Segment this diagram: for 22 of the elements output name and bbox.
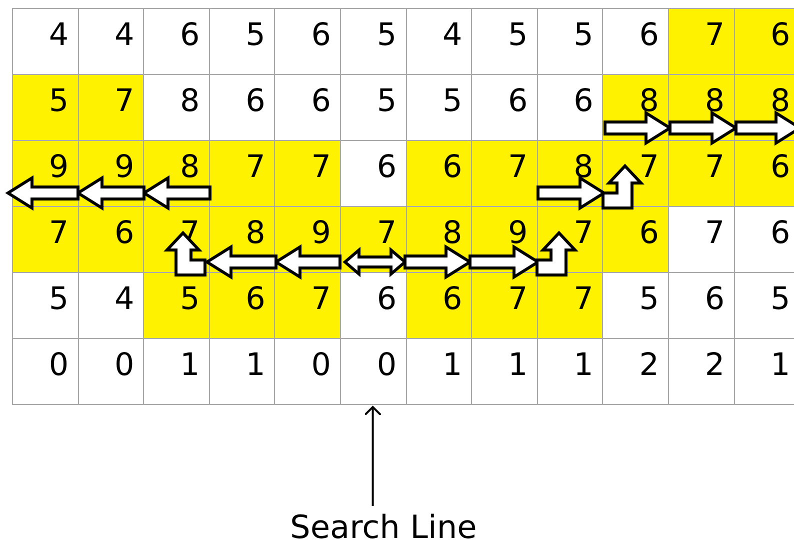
grid-cell: 6 [734, 8, 794, 75]
grid-cell: 6 [406, 140, 472, 207]
grid-cell: 5 [143, 272, 210, 339]
grid-cell: 7 [274, 272, 341, 339]
caption-text: Search Line [290, 508, 477, 546]
grid-cell: 7 [78, 74, 144, 141]
grid-cell: 7 [208, 140, 276, 207]
grid-cell: 7 [536, 272, 604, 339]
grid-cell: 6 [406, 272, 472, 339]
grid-cell: 7 [668, 140, 735, 207]
grid-cell: 6 [602, 206, 669, 273]
grid-cell: 6 [78, 206, 144, 273]
grid-cell: 6 [734, 140, 794, 207]
grid-cell: 7 [274, 140, 341, 207]
grid-cell: 5 [12, 74, 79, 141]
grid-cell: 6 [208, 272, 276, 339]
grid-cell: 7 [668, 8, 735, 75]
arrow [364, 406, 382, 506]
grid-cell: 7 [471, 272, 538, 339]
grid-cell: 7 [471, 140, 538, 207]
grid-cell: 7 [12, 206, 79, 273]
grid-cell: 0 [12, 338, 79, 405]
